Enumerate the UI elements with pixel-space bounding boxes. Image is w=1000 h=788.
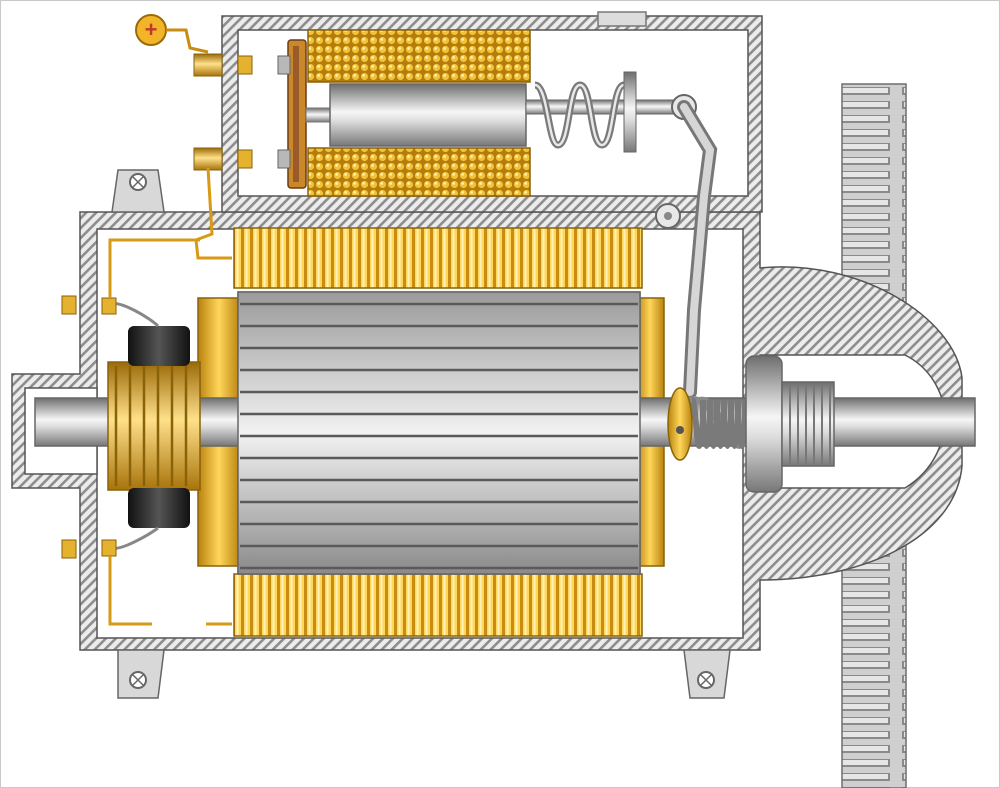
brush-terminal [101,297,117,315]
terminal-bolts [193,53,291,171]
shift-collar [667,387,693,461]
field-coil-top [233,227,643,289]
clutch-housing [745,355,783,493]
spring-icon [689,397,748,450]
carbon-brushes [101,297,190,557]
field-wiring [108,167,232,626]
shift-lever [655,100,718,399]
plunger [329,83,527,147]
solenoid-cap [597,11,647,27]
brush-icon [128,326,190,366]
plus-terminal-icon: + [135,14,209,54]
field-coil-bottom [233,573,643,637]
bolt-icon [61,295,77,559]
pinion-drive [667,355,835,493]
brush-terminal [101,539,117,557]
commutator [107,361,201,491]
solenoid [193,11,763,213]
solenoid-coil-top [307,29,531,83]
solenoid-coil-bottom [307,147,531,197]
armature-core [237,291,641,575]
terminal-symbol: + [145,17,158,42]
brush-icon [128,488,190,528]
